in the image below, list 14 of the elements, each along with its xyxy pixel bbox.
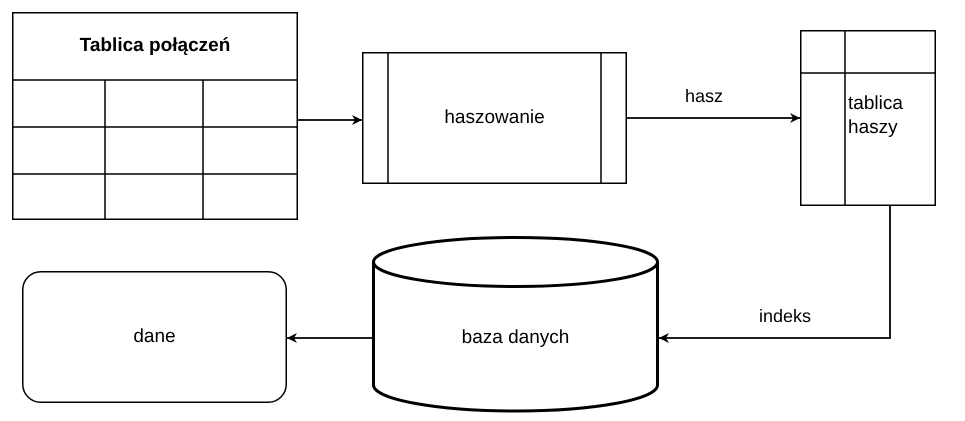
arrow xyxy=(287,333,372,343)
node-label: baza danych xyxy=(460,326,570,350)
database-cylinder xyxy=(372,236,659,411)
node-label: tablica haszy xyxy=(848,92,904,140)
node-label: haszowanie xyxy=(443,106,546,130)
arrow xyxy=(627,113,800,123)
process-box xyxy=(362,52,627,184)
table xyxy=(12,12,298,220)
arrow xyxy=(298,115,362,125)
node-label: dane xyxy=(132,325,177,350)
table-title: Tablica połączeń xyxy=(78,34,232,58)
hash-table xyxy=(800,30,936,206)
arrow xyxy=(659,206,891,343)
rounded-box xyxy=(22,271,287,403)
